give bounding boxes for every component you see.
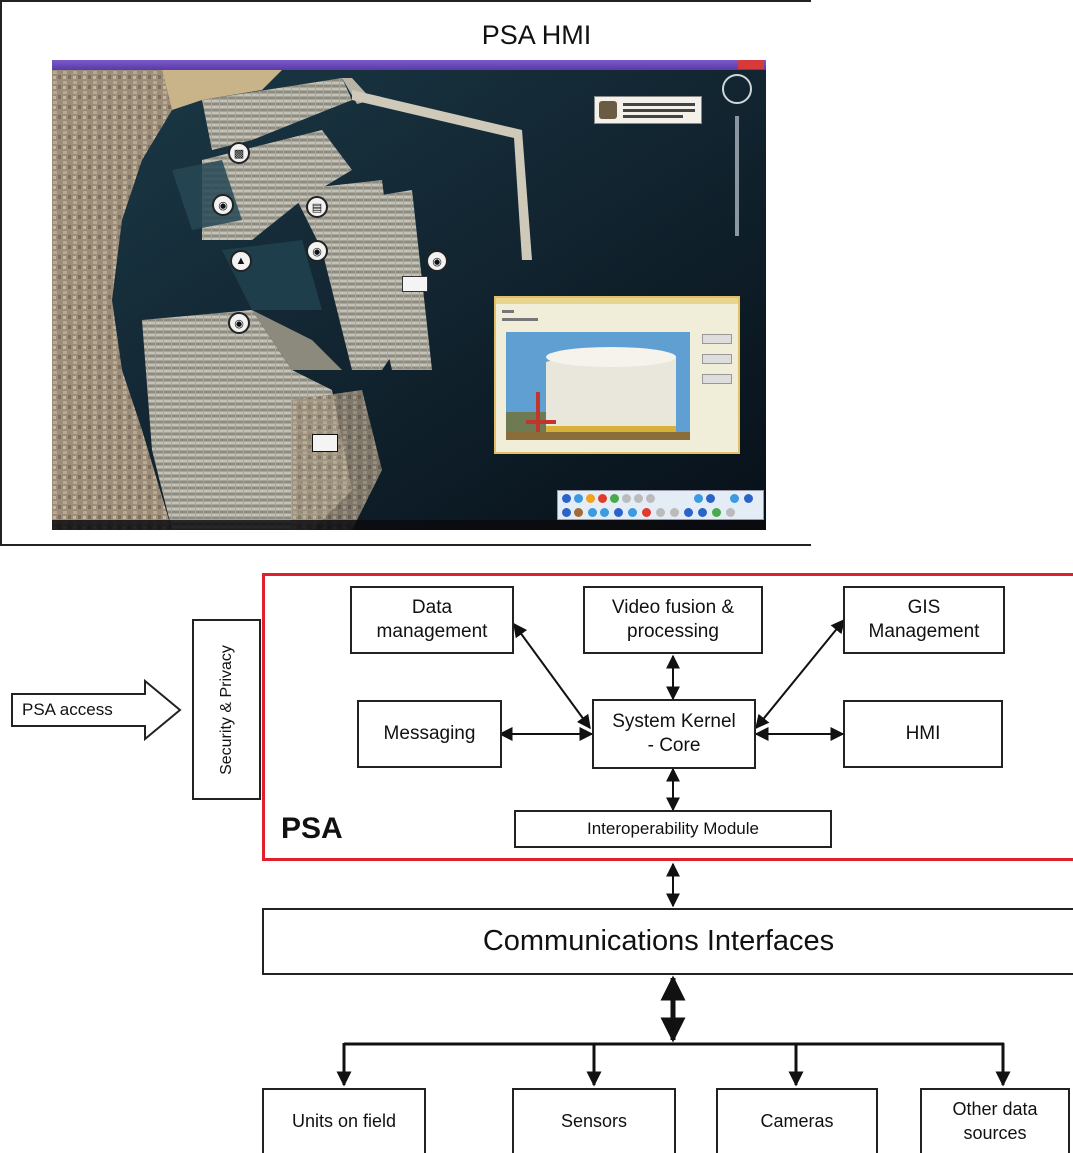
other-data-sources-box: Other data sources xyxy=(920,1088,1070,1153)
video-button[interactable] xyxy=(702,374,732,384)
camera-icon[interactable]: ◉ xyxy=(306,240,328,262)
sensors-box: Sensors xyxy=(512,1088,676,1153)
data-management-label: Data management xyxy=(376,597,488,642)
kernel-label: System Kernel - Core xyxy=(612,711,736,756)
video-fusion-box: Video fusion & processing xyxy=(583,586,763,654)
messaging-box: Messaging xyxy=(357,700,502,768)
video-feed xyxy=(506,332,690,440)
psa-label: PSA xyxy=(281,812,343,845)
camera-icon[interactable]: ◉ xyxy=(228,312,250,334)
interoperability-box: Interoperability Module xyxy=(514,810,832,848)
security-privacy-box: Security & Privacy xyxy=(192,619,261,800)
data-management-box: Data management xyxy=(350,586,514,654)
screen-titlebar xyxy=(52,60,766,70)
interoperability-label: Interoperability Module xyxy=(587,819,759,839)
zoom-slider[interactable] xyxy=(735,116,739,236)
close-icon[interactable] xyxy=(738,60,764,69)
camera-icon[interactable]: ◉ xyxy=(426,250,448,272)
video-window xyxy=(494,296,740,454)
communications-interfaces-label: Communications Interfaces xyxy=(482,925,835,957)
building-icon[interactable]: ▩ xyxy=(228,142,250,164)
hmi-screenshot: ▩ ◉ ▤ ◉ ▲ ◉ ◉ xyxy=(52,60,766,530)
psa-frame xyxy=(262,573,1073,861)
map-statusbar xyxy=(52,520,766,530)
communications-interfaces-box: Communications Interfaces xyxy=(262,908,1073,975)
kernel-box: System Kernel - Core xyxy=(592,699,756,769)
sensors-label: Sensors xyxy=(560,1110,628,1131)
hmi-title: PSA HMI xyxy=(481,20,592,50)
compass-icon[interactable] xyxy=(722,74,752,104)
hmi-toolbar[interactable] xyxy=(557,490,764,520)
camera-icon[interactable]: ◉ xyxy=(212,194,234,216)
units-on-field-box: Units on field xyxy=(262,1088,426,1153)
car-icon[interactable]: ▤ xyxy=(306,196,328,218)
video-fusion-label: Video fusion & processing xyxy=(611,597,735,642)
camera-cluster-icon[interactable] xyxy=(402,276,428,292)
university-logo xyxy=(594,96,702,124)
cameras-box: Cameras xyxy=(716,1088,878,1153)
video-window-titlebar xyxy=(496,298,738,304)
gis-management-label: GIS Management xyxy=(868,597,980,642)
video-button[interactable] xyxy=(702,334,732,344)
units-on-field-label: Units on field xyxy=(291,1110,397,1131)
messaging-label: Messaging xyxy=(383,723,476,745)
vessel-icon[interactable] xyxy=(312,434,338,452)
gis-management-box: GIS Management xyxy=(843,586,1005,654)
hmi-label: HMI xyxy=(905,723,941,745)
warning-icon[interactable]: ▲ xyxy=(230,250,252,272)
cameras-label: Cameras xyxy=(760,1110,834,1131)
video-button[interactable] xyxy=(702,354,732,364)
other-data-sources-label: Other data sources xyxy=(952,1099,1038,1143)
hmi-box: HMI xyxy=(843,700,1003,768)
psa-access-label: PSA access xyxy=(22,700,113,719)
security-privacy-label: Security & Privacy xyxy=(217,644,235,775)
hmi-panel: PSA HMI xyxy=(0,0,811,546)
